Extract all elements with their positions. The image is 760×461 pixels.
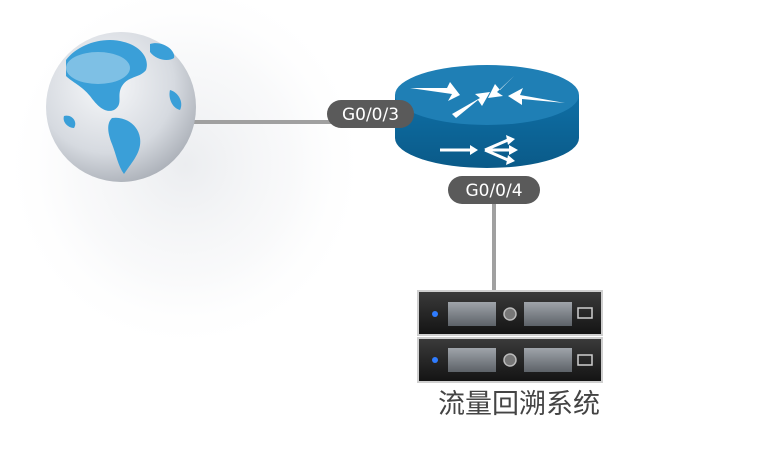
globe-icon: [46, 32, 196, 182]
rack-server-icon: [417, 290, 603, 383]
background-glow: [0, 0, 370, 355]
port-label-g0-0-3: G0/0/3: [342, 105, 399, 125]
server-label: 流量回溯系统: [438, 389, 600, 420]
router-icon: [395, 65, 579, 168]
port-badge-g0-0-3: G0/0/3: [327, 100, 414, 128]
port-label-g0-0-4: G0/0/4: [465, 181, 522, 201]
server-unit-lower: [417, 337, 603, 383]
server-unit-upper: [417, 290, 603, 336]
port-badge-g0-0-4: G0/0/4: [448, 176, 540, 204]
